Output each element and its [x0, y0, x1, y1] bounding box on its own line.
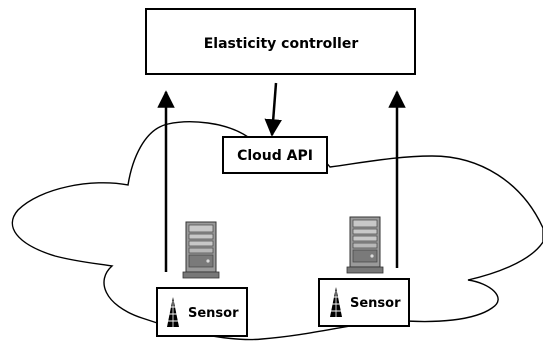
- elasticity-controller-label: Elasticity controller: [204, 36, 359, 52]
- cloud-api-box: [222, 136, 328, 174]
- cloud-shape: [11, 121, 543, 341]
- arrow-controller-to-api: [264, 82, 282, 137]
- server-icon: [182, 221, 220, 279]
- sensor-label: Sensor: [350, 296, 401, 311]
- cloud-api-label: Cloud API: [237, 148, 313, 164]
- server-icon: [346, 216, 384, 274]
- elasticity-controller-box: [145, 8, 416, 75]
- sensor-label: Sensor: [188, 306, 239, 321]
